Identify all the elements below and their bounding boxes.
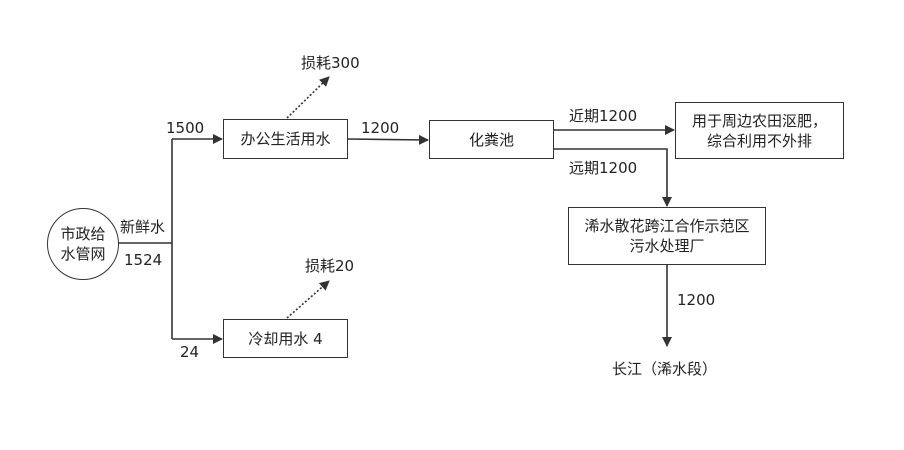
node-sewage-treatment-plant: 浠水散花跨江合作示范区 污水处理厂 [568, 207, 766, 265]
label-long-term: 远期1200 [569, 159, 638, 177]
label-near-term: 近期1200 [569, 107, 638, 125]
label-total-supply: 1524 [124, 251, 163, 269]
node-municipal-water-network-line1: 市政给 [60, 225, 106, 243]
node-cooling-water-label: 冷却用水 4 [248, 329, 323, 348]
node-office-living-water-label: 办公生活用水 [240, 130, 331, 148]
node-sewage-treatment-plant-line1: 浠水散花跨江合作示范区 [584, 217, 750, 235]
edge-office-loss [286, 76, 330, 119]
node-cooling-water: 冷却用水 4 [223, 319, 348, 358]
node-municipal-water-network-line2: 水管网 [60, 245, 106, 263]
label-cooling-loss: 损耗20 [305, 257, 355, 275]
label-fresh-water: 新鲜水 [120, 218, 166, 236]
label-to-cooling: 24 [180, 343, 200, 361]
node-septic-tank: 化粪池 [429, 120, 554, 159]
node-sewage-treatment-plant-line2: 污水处理厂 [629, 237, 705, 255]
node-yangtze-river: 长江（浠水段） [612, 360, 718, 378]
node-farmland-reuse: 用于周边农田沤肥， 综合利用不外排 [675, 102, 844, 159]
edge-office-to-septic [347, 134, 429, 145]
node-farmland-reuse-line1: 用于周边农田沤肥， [691, 111, 827, 130]
label-to-office: 1500 [166, 119, 205, 137]
edge-cooling-loss [286, 280, 330, 319]
label-office-to-septic: 1200 [361, 119, 400, 137]
node-office-living-water: 办公生活用水 [223, 119, 348, 159]
edge-septic-to-plant [554, 148, 672, 207]
label-office-loss: 损耗300 [301, 54, 360, 72]
node-farmland-reuse-line2: 综合利用不外排 [706, 131, 812, 150]
node-municipal-water-network: 市政给 水管网 [47, 208, 119, 280]
node-septic-tank-label: 化粪池 [468, 130, 514, 149]
label-plant-to-river: 1200 [677, 291, 716, 309]
